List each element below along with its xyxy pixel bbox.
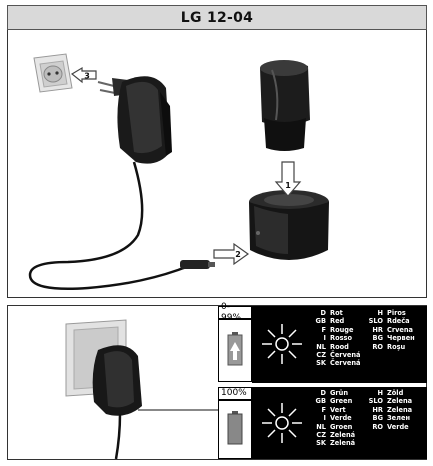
charger-in-socket-illustration xyxy=(65,319,218,459)
wall-socket-icon xyxy=(33,53,73,93)
battery-full-icon xyxy=(227,411,243,445)
charging-battery-box xyxy=(218,319,252,382)
battery-charging-icon xyxy=(227,332,243,366)
power-adapter-icon xyxy=(97,76,172,164)
battery-pack-icon xyxy=(260,60,310,151)
setup-illustration-panel: 3 2 xyxy=(7,30,427,298)
step-3-label: 3 xyxy=(84,72,90,81)
charged-battery-box xyxy=(218,400,252,459)
led-green-icon xyxy=(262,403,302,443)
charger-base-icon xyxy=(249,190,329,260)
charged-percent-label: 100% xyxy=(218,387,252,400)
charging-percent-label: 0-99% xyxy=(218,302,252,323)
led-red-icon xyxy=(262,324,302,364)
step-2-label: 2 xyxy=(235,250,241,259)
power-adapter-icon xyxy=(92,345,142,416)
arrow-1-icon: 1 xyxy=(274,161,302,197)
page-title: LG 12-04 xyxy=(7,5,427,30)
step-1-label: 1 xyxy=(285,181,291,190)
arrow-2-icon: 2 xyxy=(213,242,250,266)
setup-illustration: 3 2 xyxy=(28,53,329,290)
arrow-3-icon: 3 xyxy=(70,66,97,84)
dc-plug-icon xyxy=(180,260,215,269)
